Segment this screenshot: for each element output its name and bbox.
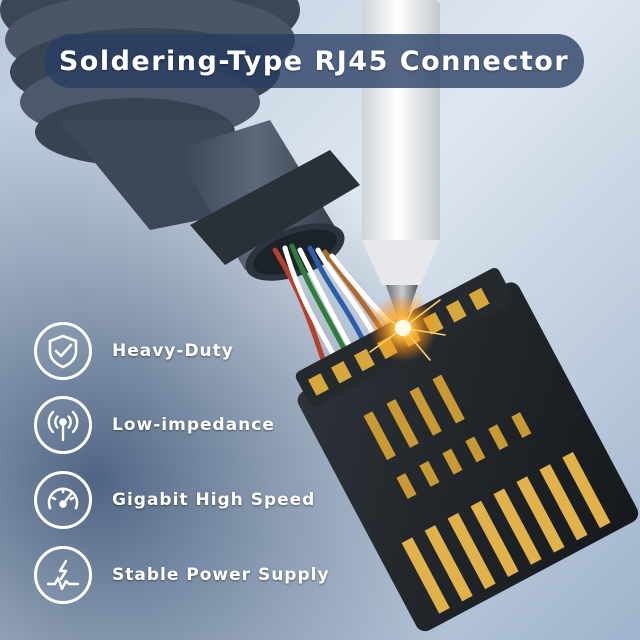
connector-clip: [190, 150, 360, 265]
feature-label: Stable Power Supply: [112, 565, 330, 585]
feature-label: Low-impedance: [112, 415, 275, 435]
feature-label: Heavy-Duty: [112, 341, 234, 361]
feature-gigabit-high-speed: Gigabit High Speed: [34, 469, 364, 531]
shield-check-icon: [34, 322, 92, 380]
gold-pins: [401, 451, 611, 614]
feature-heavy-duty: Heavy-Duty: [34, 320, 364, 382]
solder-spark: [369, 294, 446, 362]
page-title: Soldering-Type RJ45 Connector: [58, 45, 570, 77]
feature-label: Gigabit High Speed: [112, 490, 316, 510]
speedometer-icon: [34, 471, 92, 529]
middle-contacts: [363, 374, 532, 499]
feature-stable-power-supply: Stable Power Supply: [34, 544, 364, 606]
power-pulse-icon: [34, 546, 92, 604]
signal-antenna-icon: [34, 396, 92, 454]
feature-low-impedance: Low-impedance: [34, 394, 364, 456]
title-banner: Soldering-Type RJ45 Connector: [44, 34, 584, 88]
